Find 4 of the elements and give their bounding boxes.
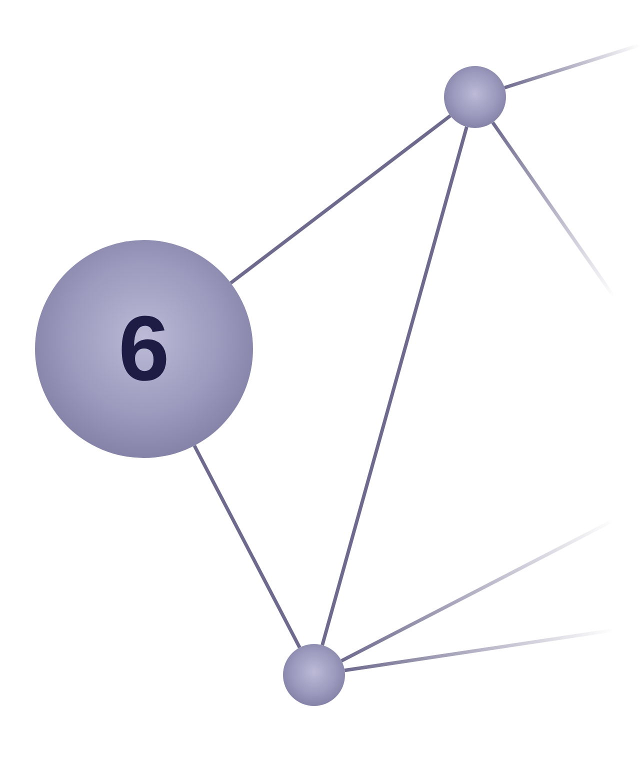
step-number: 6 [118, 303, 170, 395]
connector-line [192, 444, 302, 648]
connector-line [230, 114, 452, 284]
connector-line [320, 126, 468, 646]
